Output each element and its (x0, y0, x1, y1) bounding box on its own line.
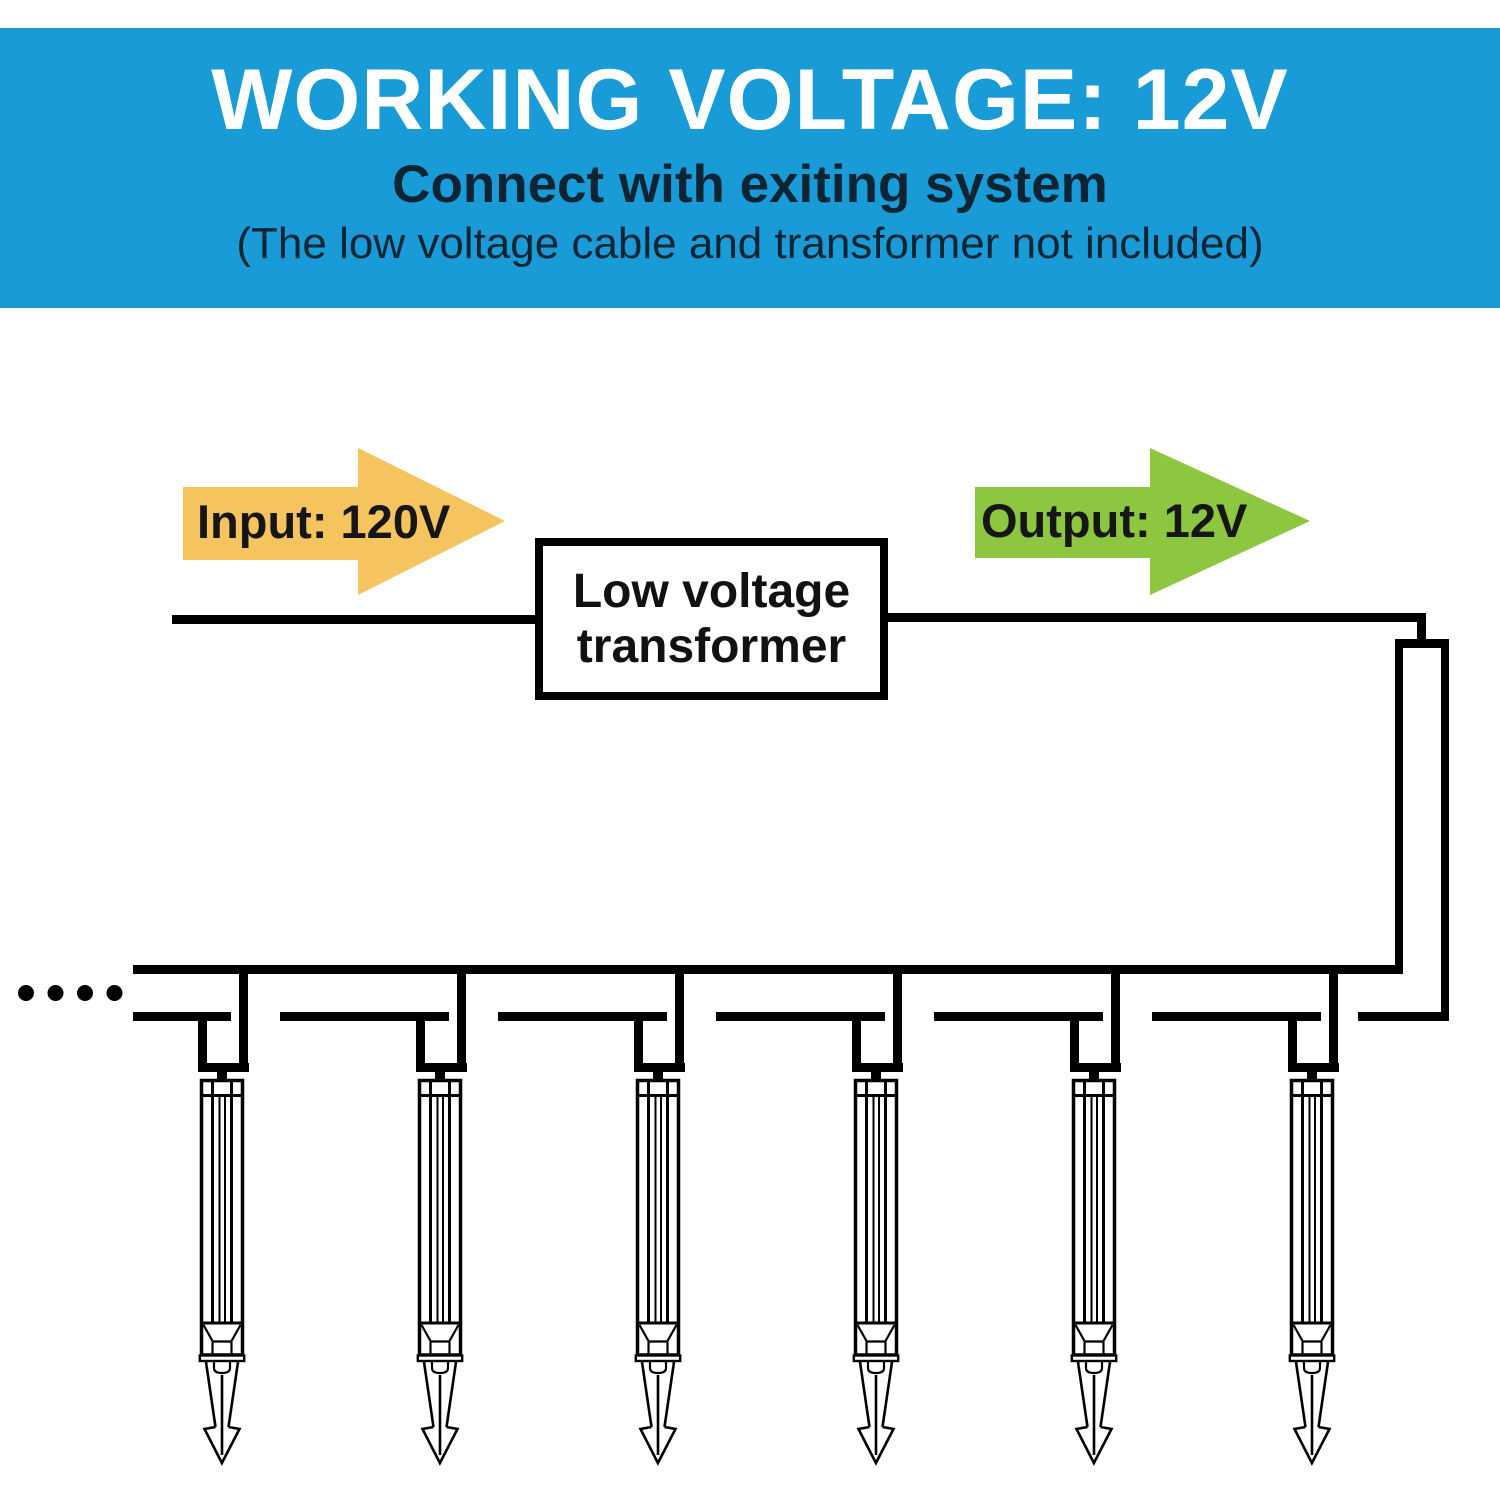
input-wire (172, 615, 535, 624)
fixture-stub (435, 1072, 445, 1082)
output-arrow-icon (975, 448, 1310, 595)
main-bus-bottom-segment (498, 1012, 667, 1021)
tap-wire (457, 973, 466, 1072)
banner-title: WORKING VOLTAGE: 12V (211, 52, 1289, 148)
continuation-dot-icon (77, 985, 93, 1001)
arrow-right-shape (975, 448, 1310, 595)
connector-left-wire (1070, 1012, 1079, 1072)
fixture-stub (1307, 1072, 1317, 1082)
output-arrow-label: Output: 12V (981, 494, 1248, 547)
tap-wire (1111, 973, 1120, 1072)
main-bus-bottom-segment (133, 1012, 231, 1021)
main-bus-bottom-segment (1358, 1012, 1449, 1021)
cable-left-rail (1395, 639, 1403, 974)
connector-left-wire (634, 1012, 643, 1072)
continuation-dot-icon (106, 985, 123, 1001)
transformer-box: Low voltage transformer (535, 538, 888, 700)
cable-right-rail (1441, 639, 1449, 1021)
banner-note: (The low voltage cable and transformer n… (236, 219, 1264, 268)
tap-wire (1329, 973, 1338, 1072)
fixture-stub (871, 1072, 881, 1082)
connector-left-wire (852, 1012, 861, 1072)
header-banner: WORKING VOLTAGE: 12V Connect with exitin… (0, 28, 1500, 308)
path-light-icon (198, 1078, 246, 1465)
path-light-icon (1070, 1078, 1118, 1465)
input-arrow-icon (183, 448, 505, 595)
output-wire (888, 613, 1426, 622)
main-bus-bottom-segment (1152, 1012, 1321, 1021)
transformer-label-line2: transformer (576, 620, 847, 673)
path-light-icon (416, 1078, 464, 1465)
arrow-right-shape (183, 448, 505, 595)
continuation-dot-icon (47, 985, 64, 1001)
main-bus-top (133, 965, 1403, 974)
path-light-icon (1288, 1078, 1336, 1465)
tap-wire (893, 973, 902, 1072)
continuation-dot-icon (18, 985, 34, 1001)
tap-wire (239, 973, 248, 1072)
path-light-icon (634, 1078, 682, 1465)
path-light-icon (852, 1078, 900, 1465)
fixture-stub (217, 1072, 227, 1082)
main-bus-bottom-segment (934, 1012, 1103, 1021)
main-bus-bottom-segment (716, 1012, 885, 1021)
fixture-stub (653, 1072, 663, 1082)
output-wire-corner (1417, 613, 1426, 645)
fixture-stub (1089, 1072, 1099, 1082)
connector-bottom-bar (1288, 1063, 1339, 1072)
connector-left-wire (416, 1012, 425, 1072)
connector-bottom-bar (1070, 1063, 1121, 1072)
tap-wire (675, 973, 684, 1072)
connector-bottom-bar (416, 1063, 467, 1072)
connector-left-wire (198, 1012, 207, 1072)
connector-left-wire (1288, 1012, 1297, 1072)
main-bus-bottom-segment (280, 1012, 449, 1021)
connector-bottom-bar (634, 1063, 685, 1072)
banner-subtitle: Connect with exiting system (392, 155, 1108, 214)
input-arrow-label: Input: 120V (197, 495, 451, 548)
connector-bottom-bar (198, 1063, 249, 1072)
connector-bottom-bar (852, 1063, 903, 1072)
cable-top-bar (1395, 639, 1449, 648)
transformer-label-line1: Low voltage (572, 565, 851, 618)
